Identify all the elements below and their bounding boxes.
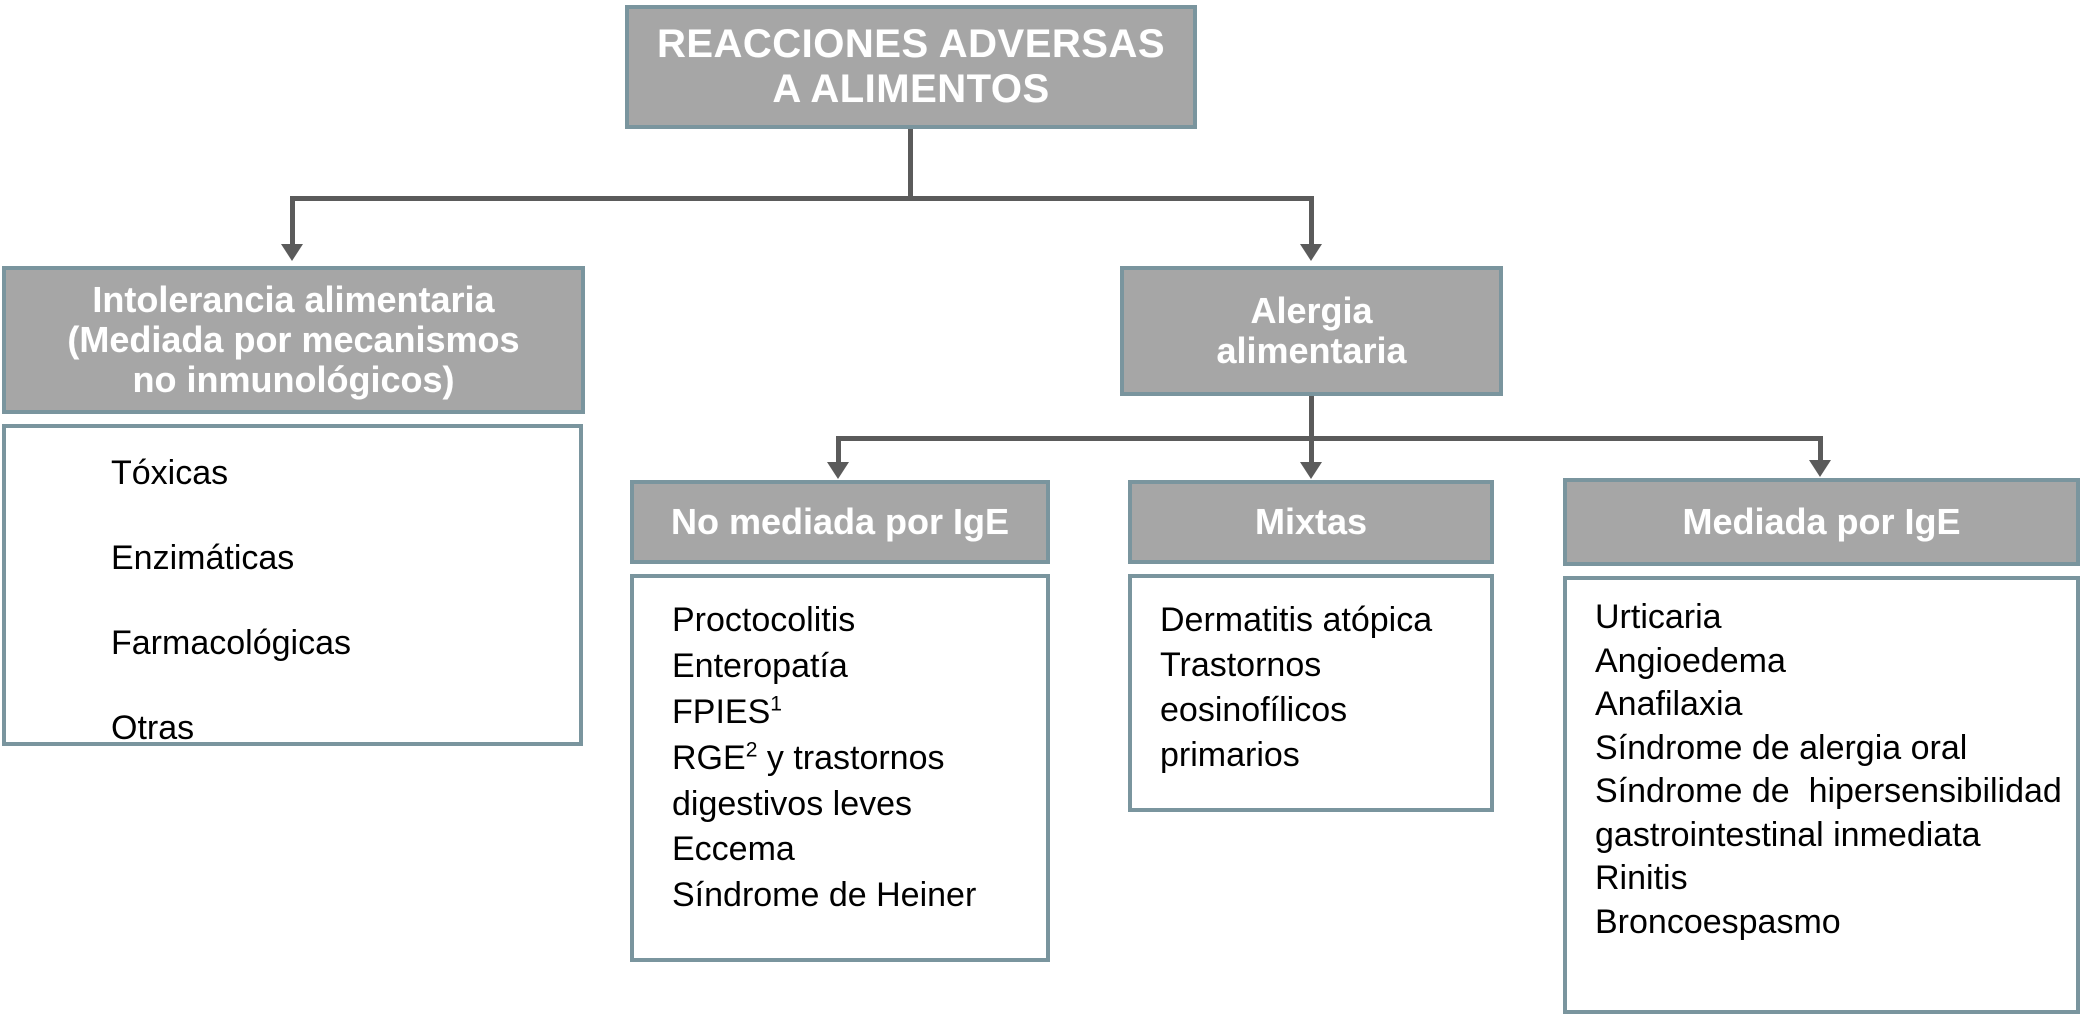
connector-root-stem — [908, 129, 913, 199]
connector-level1-bus — [290, 196, 1314, 201]
list-item: Síndrome de alergia oral — [1595, 728, 1968, 767]
list-item-superscript: 2 — [745, 738, 758, 762]
list-item-text: Eccema — [672, 830, 795, 869]
list-item: digestivos leves — [672, 782, 1046, 828]
arrowhead-to-intolerancia — [281, 244, 303, 261]
list-item-text: Proctocolitis — [672, 601, 856, 639]
arrowhead-to-mixtas — [1300, 462, 1322, 479]
connector-level2-mid-drop — [1309, 436, 1314, 464]
mediada-ige-header-label: Mediada por IgE — [1682, 500, 1961, 542]
arrowhead-to-mediada-ige — [1809, 460, 1831, 477]
list-item: FPIES1 — [672, 690, 1046, 736]
list-mixtas: Dermatitis atópica Trastornos eosinofíli… — [1128, 574, 1494, 812]
node-alergia-alimentaria[interactable]: Alergia alimentaria — [1120, 266, 1503, 396]
list-item: Tóxicas — [111, 454, 229, 492]
list-item-text: Síndrome de Heiner — [672, 876, 977, 915]
list-item: Dermatitis atópica — [1160, 601, 1433, 639]
list-item: Urticaria — [1595, 598, 1722, 636]
list-item: Enteropatía — [672, 644, 1046, 690]
mixtas-header-label: Mixtas — [1254, 500, 1368, 542]
list-item-text: FPIES — [672, 692, 771, 731]
list-item: Eccema — [672, 827, 1046, 873]
arrowhead-to-alergia — [1300, 244, 1322, 261]
connector-level2-bus — [836, 436, 1822, 441]
node-mediada-por-ige[interactable]: Mediada por IgE — [1563, 478, 2080, 566]
connector-level1-right-drop — [1309, 196, 1314, 246]
list-intolerancia: Tóxicas Enzimáticas Farmacológicas Otras — [2, 424, 583, 747]
node-reacciones-adversas[interactable]: REACCIONES ADVERSAS A ALIMENTOS — [625, 5, 1197, 129]
list-item: Proctocolitis — [672, 598, 1046, 644]
connector-level1-left-drop — [290, 196, 295, 246]
intolerancia-header-line1: Intolerancia alimentaria — [92, 278, 495, 320]
connector-alergia-stem — [1309, 396, 1314, 440]
list-item-text: RGE — [672, 738, 746, 777]
list-item: primarios — [1160, 735, 1300, 774]
no-mediada-ige-header-label: No mediada por IgE — [670, 500, 1010, 542]
list-item: Trastornos — [1160, 645, 1322, 684]
list-item: Enzimáticas — [111, 539, 295, 577]
list-item-text: digestivos leves — [672, 784, 913, 823]
list-item: Anafilaxia — [1595, 685, 1743, 724]
arrowhead-to-no-mediada-ige — [827, 462, 849, 479]
intolerancia-header-line3: no inmunológicos) — [132, 359, 455, 401]
intolerancia-header-line2: (Mediada por mecanismos — [67, 318, 520, 360]
list-item: Síndrome de Heiner — [672, 873, 1046, 919]
list-no-mediada-ige: Proctocolitis Enteropatía FPIES1 RGE2 y … — [630, 574, 1050, 962]
list-item-text-tail: y trastornos — [757, 738, 945, 777]
list-item: RGE2 y trastornos — [672, 736, 1046, 782]
list-item: Angioedema — [1595, 641, 1786, 680]
node-mixtas[interactable]: Mixtas — [1128, 480, 1494, 564]
root-title-line1: REACCIONES ADVERSAS — [656, 22, 1166, 67]
list-item-text: Enteropatía — [672, 646, 848, 685]
list-item: Broncoespasmo — [1595, 902, 1841, 941]
alergia-header-line1: Alergia — [1250, 289, 1373, 331]
connector-level2-right-drop — [1818, 436, 1823, 464]
list-item: Farmacológicas — [111, 624, 351, 662]
list-item: gastrointestinal inmediata — [1595, 815, 1981, 854]
node-intolerancia-alimentaria[interactable]: Intolerancia alimentaria (Mediada por me… — [2, 266, 585, 414]
list-item: Otras — [111, 709, 195, 747]
root-title-line2: A ALIMENTOS — [772, 67, 1050, 111]
list-item-superscript: 1 — [770, 692, 782, 716]
list-mediada-ige: Urticaria Angioedema Anafilaxia Síndrome… — [1563, 576, 2080, 1014]
alergia-header-line2: alimentaria — [1216, 330, 1407, 371]
connector-level2-left-drop — [836, 436, 841, 464]
list-item: eosinofílicos — [1160, 690, 1348, 729]
node-no-mediada-por-ige[interactable]: No mediada por IgE — [630, 480, 1050, 564]
list-item: Síndrome de hipersensibilidad — [1595, 772, 2062, 811]
list-item: Rinitis — [1595, 859, 1688, 898]
